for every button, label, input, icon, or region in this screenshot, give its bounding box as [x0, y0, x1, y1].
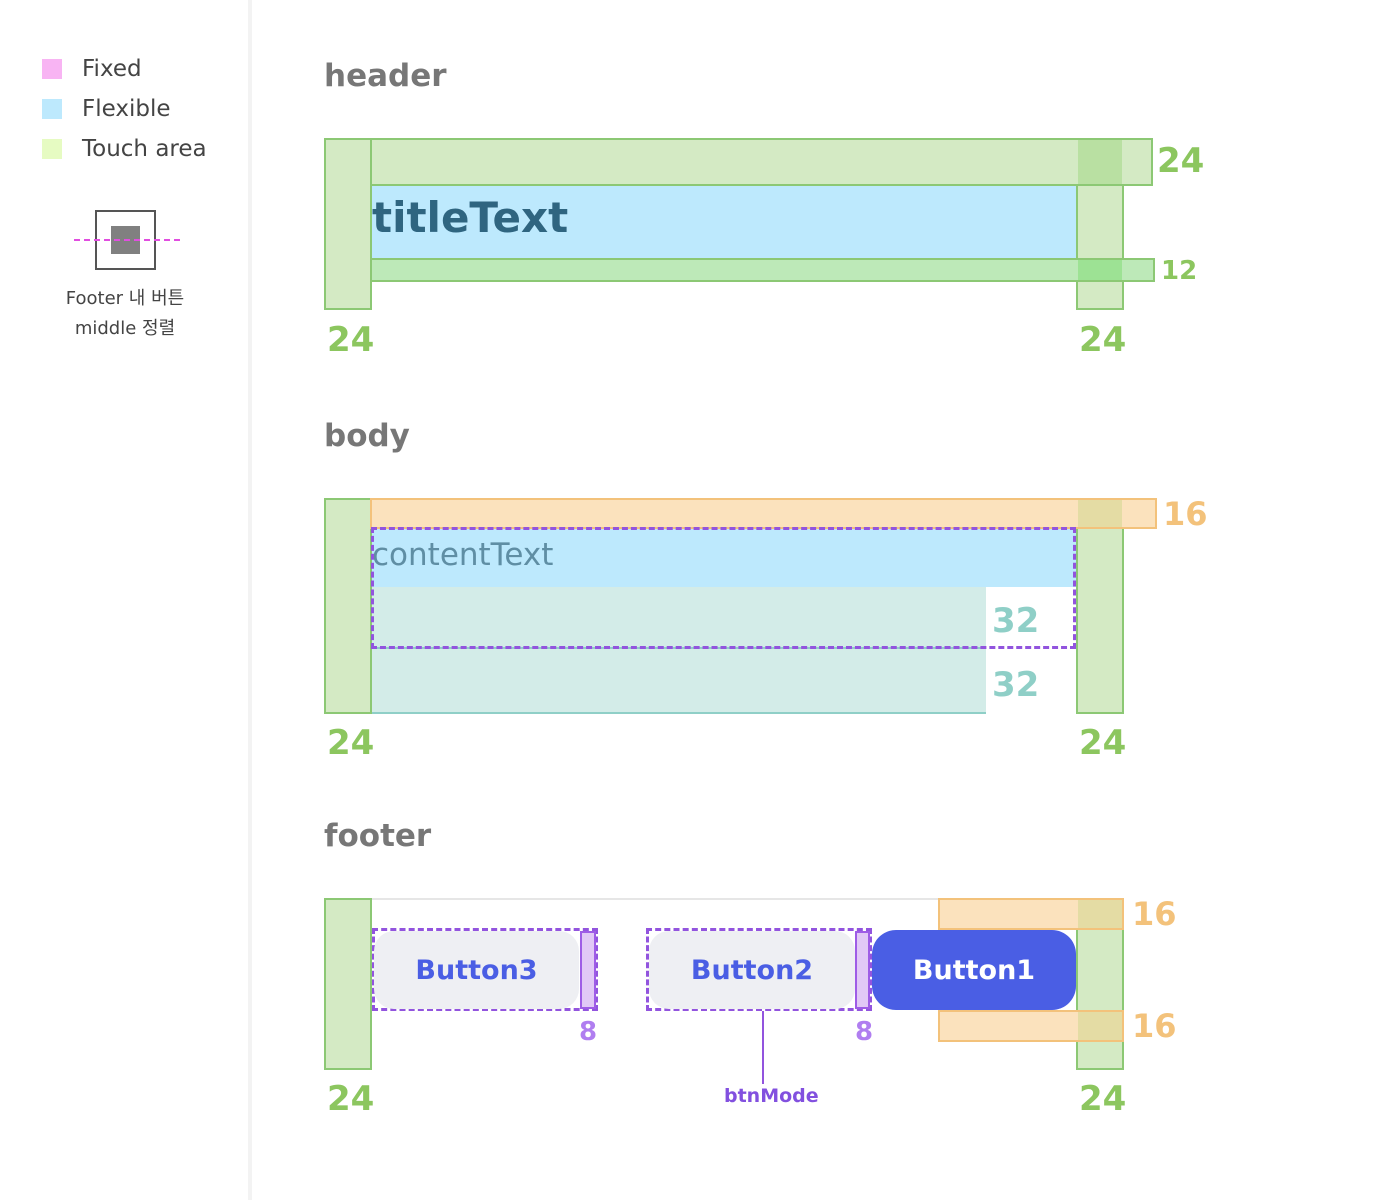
header-section-title: header — [324, 58, 447, 94]
middle-align-icon — [72, 208, 182, 272]
body-right-padding-label: 24 — [1079, 723, 1127, 763]
body-line-height-label-1: 32 — [992, 601, 1040, 641]
button3-gap — [580, 931, 596, 1009]
legend-swatch-touch-area — [42, 139, 62, 159]
btn-mode-callout-label: btnMode — [724, 1085, 819, 1107]
header-title-text: titleText — [372, 193, 569, 242]
body-content-bounds — [371, 527, 1076, 649]
legend-swatch-flexible — [42, 99, 62, 119]
body-content-text: contentText — [372, 537, 554, 573]
button3-bounds — [372, 928, 598, 1011]
header-top-overlap — [1078, 140, 1122, 184]
legend-label-flexible: Flexible — [82, 96, 171, 122]
footer-gap-label-1: 8 — [579, 1017, 598, 1047]
button2[interactable]: Button2 — [649, 931, 855, 1009]
body-right-padding — [1076, 498, 1124, 714]
legend-swatch-fixed — [42, 59, 62, 79]
body-top-padding-band — [370, 498, 1157, 529]
body-line-height-label-2: 32 — [992, 665, 1040, 705]
body-left-padding — [324, 498, 372, 714]
middle-align-hint-line1: Footer 내 버튼 — [65, 288, 185, 309]
header-right-padding-label: 24 — [1079, 320, 1127, 360]
header-top-padding-band — [370, 138, 1153, 186]
footer-section-title: footer — [324, 818, 432, 854]
footer-top-overlap — [1078, 900, 1122, 928]
header-left-padding — [324, 138, 372, 310]
button2-bounds — [646, 928, 872, 1011]
footer-top-padding-label: 16 — [1132, 895, 1177, 933]
btn-mode-callout-line — [762, 1011, 764, 1084]
body-content-area — [372, 529, 1076, 587]
header-bottom-overlap — [1078, 260, 1122, 280]
body-section-title: body — [324, 418, 410, 454]
body-line-height-band-2 — [372, 649, 986, 714]
legend-label-touch-area: Touch area — [82, 136, 207, 162]
body-top-padding-label: 16 — [1163, 495, 1208, 533]
footer-gap-label-2: 8 — [855, 1017, 874, 1047]
header-top-padding-label: 24 — [1157, 141, 1205, 181]
sidebar-divider — [248, 0, 252, 1200]
body-top-overlap — [1078, 500, 1122, 527]
header-bottom-padding-band — [370, 258, 1155, 282]
footer-left-padding-label: 24 — [327, 1079, 375, 1119]
footer-top-divider — [372, 898, 938, 900]
header-title-area — [372, 186, 1076, 258]
button2-gap — [855, 931, 870, 1009]
footer-left-padding — [324, 898, 372, 1070]
footer-right-padding-label: 24 — [1079, 1079, 1127, 1119]
footer-bottom-overlap — [1078, 1012, 1122, 1040]
button1[interactable]: Button1 — [872, 930, 1076, 1010]
body-left-padding-label: 24 — [327, 723, 375, 763]
button3[interactable]: Button3 — [374, 931, 579, 1009]
header-left-padding-label: 24 — [327, 320, 375, 360]
legend-label-fixed: Fixed — [82, 56, 142, 82]
header-bottom-padding-label: 12 — [1161, 256, 1198, 286]
legend-panel — [0, 0, 248, 1200]
footer-bottom-padding-label: 16 — [1132, 1007, 1177, 1045]
middle-align-hint-line2: middle 정렬 — [74, 318, 176, 339]
